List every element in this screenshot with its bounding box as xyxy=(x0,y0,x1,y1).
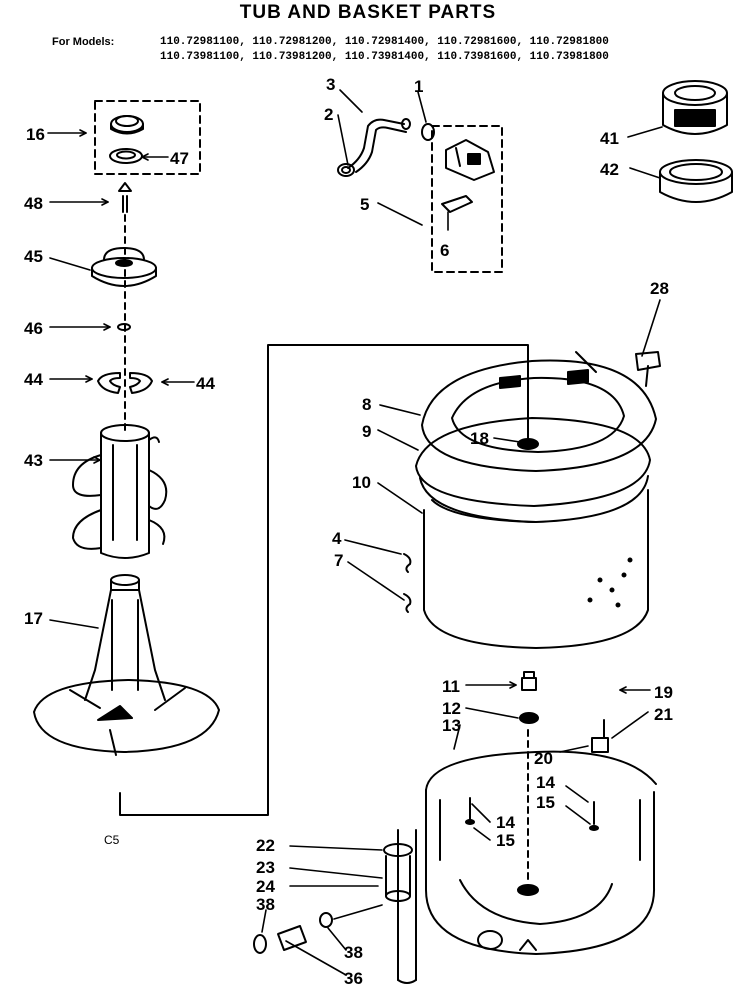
figure-code: C5 xyxy=(104,833,120,847)
part-20-fitting xyxy=(591,719,609,753)
part-labels: 16 47 48 45 46 44 44 43 17 C5 3 2 1 5 6 … xyxy=(24,75,673,988)
part-2-clamp xyxy=(337,163,355,177)
label-23: 23 xyxy=(256,858,275,877)
label-15-right: 15 xyxy=(536,793,555,812)
label-38-right: 38 xyxy=(344,943,363,962)
part-44-dogs xyxy=(97,372,153,394)
label-20: 20 xyxy=(534,749,553,768)
part-45-cap xyxy=(91,247,157,287)
label-14-left: 14 xyxy=(496,813,515,832)
part-6-pad xyxy=(441,195,473,213)
part-9-gasket xyxy=(415,417,651,507)
label-17: 17 xyxy=(24,609,43,628)
part-12-seal xyxy=(519,712,539,724)
label-6: 6 xyxy=(440,241,449,260)
part-24-drain-hose xyxy=(397,829,417,984)
part-28-bracket xyxy=(635,351,661,387)
label-10: 10 xyxy=(352,473,371,492)
label-36: 36 xyxy=(344,969,363,988)
label-22: 22 xyxy=(256,836,275,855)
label-21: 21 xyxy=(654,705,673,724)
label-43: 43 xyxy=(24,451,43,470)
part-17-agitator xyxy=(33,574,220,756)
part-47-ring xyxy=(109,148,143,164)
label-16: 16 xyxy=(26,125,45,144)
part-16-cap xyxy=(110,115,144,135)
part-48-bolt xyxy=(118,182,132,213)
part-42-ring xyxy=(659,159,733,203)
part-10-basket xyxy=(419,475,649,649)
kit-box-5 xyxy=(431,125,503,273)
label-45: 45 xyxy=(24,247,43,266)
part-41-cap xyxy=(662,80,728,135)
leader-lines xyxy=(47,89,663,976)
label-28: 28 xyxy=(650,279,669,298)
label-4: 4 xyxy=(332,529,342,548)
label-15-left: 15 xyxy=(496,831,515,850)
part-43-auger xyxy=(72,424,168,559)
label-48: 48 xyxy=(24,194,43,213)
part-46-clip xyxy=(117,323,131,331)
part-8-ring xyxy=(421,351,657,472)
label-18: 18 xyxy=(470,429,489,448)
part-bolts-14-15 xyxy=(465,797,599,831)
part-7-clip xyxy=(403,593,412,613)
part-18-nut xyxy=(517,438,539,450)
label-41: 41 xyxy=(600,129,619,148)
label-3: 3 xyxy=(326,75,335,94)
label-44-left: 44 xyxy=(24,370,43,389)
label-12: 12 xyxy=(442,699,461,718)
models-label: For Models: xyxy=(52,36,115,48)
label-24: 24 xyxy=(256,877,275,896)
label-42: 42 xyxy=(600,160,619,179)
page-title: TUB AND BASKET PARTS xyxy=(239,2,497,23)
part-11-nut xyxy=(521,671,537,691)
part-4-clip xyxy=(403,553,412,573)
label-19: 19 xyxy=(654,683,673,702)
part-3-hose xyxy=(347,118,411,173)
label-38-left: 38 xyxy=(256,895,275,914)
label-8: 8 xyxy=(362,395,371,414)
part-1-clamp xyxy=(421,123,435,141)
label-2: 2 xyxy=(324,105,333,124)
model-line: 110.72981100, 110.72981200, 110.72981400… xyxy=(160,36,609,48)
label-44-right: 44 xyxy=(196,374,215,393)
part-13-outer-tub xyxy=(425,729,657,955)
part-22-23-coupling xyxy=(383,843,413,902)
part-bracket xyxy=(445,139,495,181)
part-36-38-plug xyxy=(253,912,333,954)
label-11: 11 xyxy=(442,677,460,696)
label-9: 9 xyxy=(362,422,371,441)
label-7: 7 xyxy=(334,551,343,570)
model-line: 110.73981100, 110.73981200, 110.73981400… xyxy=(160,51,609,63)
label-47: 47 xyxy=(170,149,189,168)
label-46: 46 xyxy=(24,319,43,338)
kit-box-16 xyxy=(94,100,201,175)
label-14-right: 14 xyxy=(536,773,555,792)
label-13: 13 xyxy=(442,716,461,735)
model-list: 110.72981100, 110.72981200, 110.72981400… xyxy=(160,35,609,65)
label-1: 1 xyxy=(414,77,423,96)
label-5: 5 xyxy=(360,195,369,214)
